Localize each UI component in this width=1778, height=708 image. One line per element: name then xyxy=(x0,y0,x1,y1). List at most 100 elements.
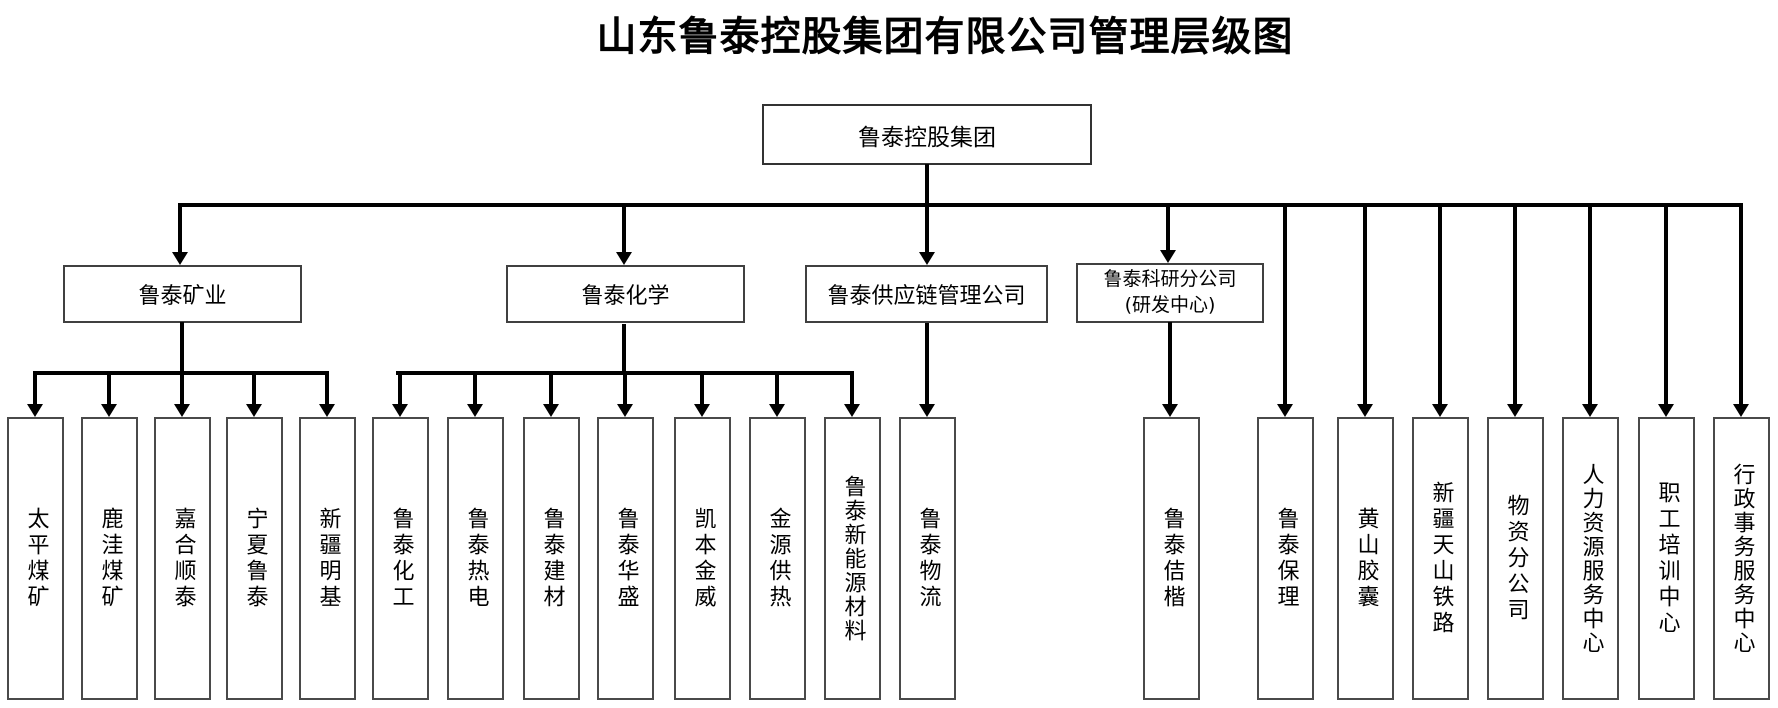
arrowhead-down xyxy=(1432,404,1448,417)
node-label: 新疆明基 xyxy=(315,506,341,611)
arrowhead-down xyxy=(769,404,785,417)
node-huangshan-capsule: 黄山胶囊 xyxy=(1337,417,1394,700)
node-label: 鲁泰矿业 xyxy=(138,284,227,309)
connector-drop xyxy=(178,203,182,253)
connector-stub xyxy=(180,322,184,375)
node-lutai-supply-chain: 鲁泰供应链管理公司 xyxy=(805,265,1048,323)
node-label: 鲁泰化工 xyxy=(388,506,414,611)
node-label: 职工培训中心 xyxy=(1654,480,1680,637)
arrowhead-down xyxy=(1582,404,1598,417)
connector-drop xyxy=(325,371,329,404)
node-lutai-new-energy-materials: 鲁泰新能源材料 xyxy=(824,417,881,700)
arrowhead-down xyxy=(1658,404,1674,417)
node-label: 人力资源服务中心 xyxy=(1578,462,1604,655)
connector-main-trunk xyxy=(178,203,1743,207)
arrowhead-down xyxy=(617,404,633,417)
connector-drop xyxy=(775,371,779,404)
node-label: 黄山胶囊 xyxy=(1353,506,1379,611)
node-label: 鲁泰保理 xyxy=(1273,506,1299,611)
connector-drop xyxy=(622,203,626,253)
node-label: 鲁泰控股集团 xyxy=(858,124,996,151)
node-lutai-mining: 鲁泰矿业 xyxy=(63,265,302,323)
connector-drop xyxy=(180,371,184,404)
connector-drop xyxy=(1363,203,1367,405)
node-label-line1: 鲁泰科研分公司 xyxy=(1103,268,1237,291)
node-label: 物资分公司 xyxy=(1503,493,1529,624)
connector-drop xyxy=(1166,203,1170,251)
arrowhead-down xyxy=(1507,404,1523,417)
connector-drop xyxy=(700,371,704,404)
arrowhead-down xyxy=(319,404,335,417)
connector-drop xyxy=(1438,203,1442,405)
connector-drop xyxy=(1168,322,1172,405)
arrowhead-down xyxy=(616,252,632,265)
arrowhead-down xyxy=(467,404,483,417)
node-xinjiang-mingji: 新疆明基 xyxy=(299,417,356,700)
node-lutai-chemistry: 鲁泰化学 xyxy=(506,265,745,323)
node-lutai-building-materials: 鲁泰建材 xyxy=(523,417,580,700)
connector-drop xyxy=(33,371,37,404)
node-label: 鲁泰华盛 xyxy=(613,506,639,611)
node-luwa-coal-mine: 鹿洼煤矿 xyxy=(81,417,138,700)
node-label: 凯本金威 xyxy=(690,506,716,611)
node-label: 鲁泰物流 xyxy=(915,506,941,611)
arrowhead-down xyxy=(1162,404,1178,417)
connector-drop xyxy=(107,371,111,404)
node-hr-service-center: 人力资源服务中心 xyxy=(1562,417,1619,700)
connector-root-stub xyxy=(925,164,929,207)
node-lutai-research-branch: 鲁泰科研分公司 (研发中心) xyxy=(1076,263,1264,323)
node-lutai-holding-group: 鲁泰控股集团 xyxy=(762,104,1092,165)
arrowhead-down xyxy=(1733,404,1749,417)
node-label: 鹿洼煤矿 xyxy=(97,506,123,611)
connector-drop xyxy=(623,371,627,404)
arrowhead-down xyxy=(1277,404,1293,417)
connector-drop xyxy=(549,371,553,404)
node-label: 嘉合顺泰 xyxy=(170,506,196,611)
arrowhead-down xyxy=(543,404,559,417)
connector-stub xyxy=(622,324,626,375)
arrowhead-down xyxy=(919,404,935,417)
connector-drop xyxy=(1664,203,1668,405)
connector-drop xyxy=(850,371,854,404)
connector-drop xyxy=(398,371,402,404)
node-taiping-coal-mine: 太平煤矿 xyxy=(7,417,64,700)
diagram-title: 山东鲁泰控股集团有限公司管理层级图 xyxy=(596,13,1294,60)
connector-drop xyxy=(925,203,929,253)
connector-drop xyxy=(925,323,929,405)
node-kaiben-jinwei: 凯本金威 xyxy=(674,417,731,700)
node-label: 太平煤矿 xyxy=(23,506,49,611)
arrowhead-down xyxy=(1357,404,1373,417)
connector-drop xyxy=(473,371,477,404)
arrowhead-down xyxy=(246,404,262,417)
arrowhead-down xyxy=(174,404,190,417)
arrowhead-down xyxy=(844,404,860,417)
node-xinjiang-tianshan-railway: 新疆天山铁路 xyxy=(1412,417,1469,700)
node-ningxia-lutai: 宁夏鲁泰 xyxy=(226,417,283,700)
node-label-line2: (研发中心) xyxy=(1124,294,1216,316)
arrowhead-down xyxy=(1160,250,1176,263)
node-lutai-thermal-power: 鲁泰热电 xyxy=(447,417,504,700)
node-label: 宁夏鲁泰 xyxy=(242,506,268,611)
arrowhead-down xyxy=(101,404,117,417)
node-admin-affairs-service-center: 行政事务服务中心 xyxy=(1713,417,1770,700)
node-lutai-factoring: 鲁泰保理 xyxy=(1257,417,1314,700)
arrowhead-down xyxy=(694,404,710,417)
connector-drop xyxy=(1513,203,1517,405)
node-staff-training-center: 职工培训中心 xyxy=(1638,417,1695,700)
node-label: 行政事务服务中心 xyxy=(1729,462,1755,655)
node-label: 鲁泰佶楷 xyxy=(1159,506,1185,611)
node-lutai-jiekai: 鲁泰佶楷 xyxy=(1143,417,1200,700)
connector-drop xyxy=(252,371,256,404)
arrowhead-down xyxy=(27,404,43,417)
node-label: 鲁泰化学 xyxy=(581,284,670,309)
node-lutai-huasheng: 鲁泰华盛 xyxy=(597,417,654,700)
connector-drop xyxy=(1283,203,1287,405)
connector-drop xyxy=(1588,203,1592,405)
node-lutai-chemical-industry: 鲁泰化工 xyxy=(372,417,429,700)
arrowhead-down xyxy=(392,404,408,417)
node-materials-branch: 物资分公司 xyxy=(1487,417,1544,700)
node-label: 鲁泰供应链管理公司 xyxy=(827,284,1026,309)
node-lutai-logistics: 鲁泰物流 xyxy=(899,417,956,700)
arrowhead-down xyxy=(172,252,188,265)
